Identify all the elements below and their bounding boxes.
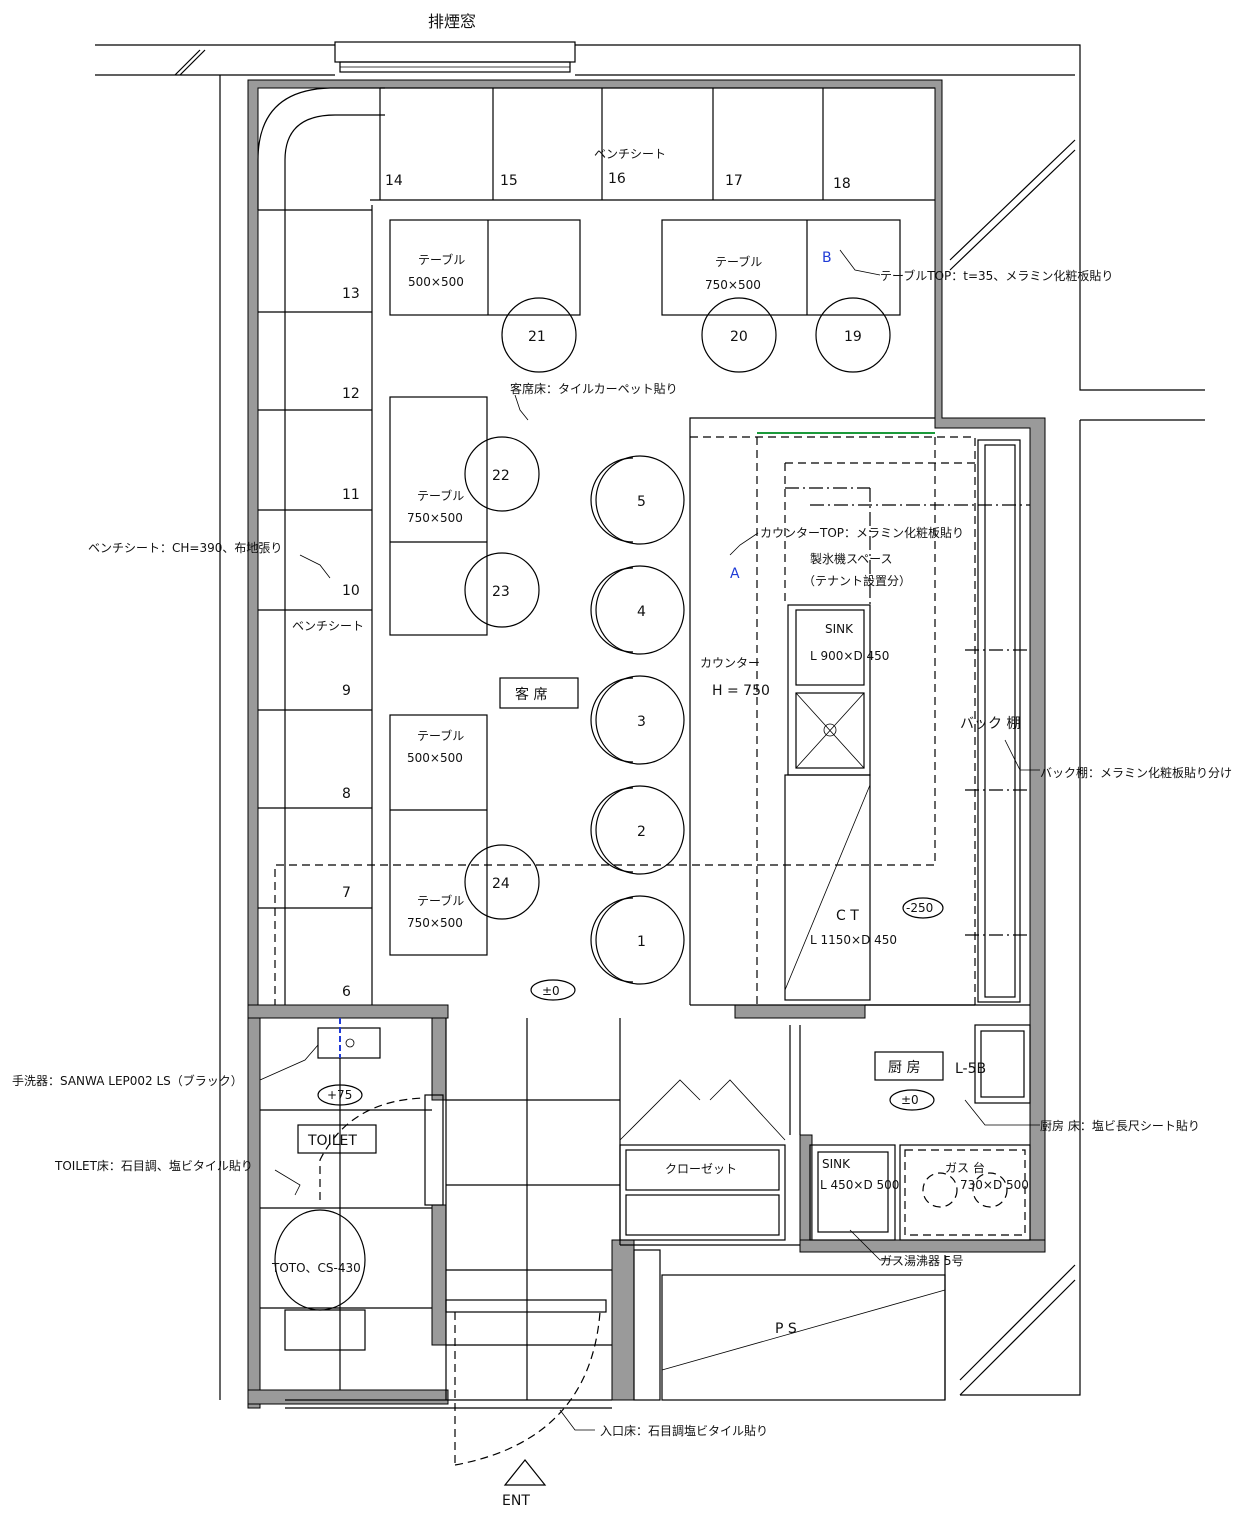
table-b-size: 750×500 [705,278,761,292]
counter-height: H = 750 [712,683,770,699]
level-toilet-75: +75 [327,1088,352,1102]
seat-8: 8 [342,786,351,802]
sink2-size: L 450×D 500 [820,1178,899,1192]
tables [389,219,901,956]
toto-label: TOTO、CS-430 [271,1261,361,1275]
toilet-floor-note: TOILET床：石目調、塩ビタイル貼り [54,1158,253,1173]
dining-box [499,677,579,709]
table-d-label: テーブル [417,728,464,743]
toilet-label: TOILET [307,1133,357,1149]
back-shelf-note: バック棚：メラミン化粧板貼り分け [1040,765,1232,780]
table-d-size: 500×500 [407,751,463,765]
counter-stool-1: 1 [637,934,646,950]
table-e-size: 750×500 [407,916,463,930]
kitchen [789,1004,1031,1241]
table-c-size: 750×500 [407,511,463,525]
dining-label: 客 席 [515,686,547,703]
seat-7: 7 [342,885,351,901]
stool-24: 24 [492,876,510,892]
counter-stool-5: 5 [637,494,646,510]
table-a-size: 500×500 [408,275,464,289]
ice-space: 製氷機スペース [810,551,893,566]
level-kitchen-0: ±0 [901,1093,919,1107]
counter-top-note: カウンターTOP：メラミン化粧板貼り [760,525,964,540]
marker-b: B [822,250,832,266]
stool-21: 21 [528,329,546,345]
building-outline [95,44,1205,1400]
l5b-label: L-5B [955,1061,986,1077]
kitchen-floor-note: 厨房 床：塩ビ長尺シート貼り [1040,1118,1200,1133]
table-top-note: テーブルTOP：t=35、メラミン化粧板貼り [880,268,1113,283]
sink2-label: SINK [822,1157,851,1171]
toilet-box [297,1124,377,1154]
seat-13: 13 [342,286,360,302]
stool-22: 22 [492,468,510,484]
ent-label: ENT [502,1493,530,1509]
floor-note: 客席床：タイルカーペット貼り [510,381,678,396]
bench-seat-top [257,87,935,210]
exhaust-window [334,41,576,73]
counter-stool-2: 2 [637,824,646,840]
counter-stool-4: 4 [637,604,646,620]
marker-a: A [730,566,740,582]
ps-area [633,1249,946,1401]
level-dining-0: ±0 [542,984,560,998]
bench-seat-left-label: ベンチシート [292,619,364,633]
ct-label: C T [836,908,859,924]
stool-19: 19 [844,329,862,345]
back-shelf-label: バック 棚 [960,716,1020,732]
seat-10: 10 [342,583,360,599]
counter-label: カウンター [700,656,760,670]
level-markers [317,897,944,1111]
seat-15: 15 [500,173,518,189]
entrance-note: 入口床：石目調塩ビタイル貼り [600,1423,768,1438]
table-a-label: テーブル [418,252,465,267]
water-heater-label: ガス湯沸器 5号 [880,1254,963,1268]
stool-20: 20 [730,329,748,345]
stool-23: 23 [492,584,510,600]
seat-18: 18 [833,176,851,192]
sink1-label: SINK [825,622,854,636]
ps-label: P S [775,1321,797,1337]
counter-area [274,417,1030,1006]
seat-16: 16 [608,171,626,187]
level-minus-250: -250 [906,901,933,915]
kitchen-box [874,1051,944,1081]
leader-lines [259,249,1040,1431]
table-c-label: テーブル [417,488,464,503]
closet-label: クローゼット [665,1162,737,1176]
bench-seat-left [258,205,373,1005]
seat-9: 9 [342,683,351,699]
seat-11: 11 [342,487,360,503]
seat-17: 17 [725,173,743,189]
seat-6: 6 [342,984,351,1000]
gas-label: ガス 台 [945,1160,985,1175]
ice-space-sub: （テナント設置分） [803,573,911,588]
toilet-room [260,1018,444,1390]
sink1-size: L 900×D 450 [810,649,889,663]
ct-size: L 1150×D 450 [810,933,897,947]
bench-seat-note: ベンチシート：CH=390、布地張り [88,541,282,555]
seat-14: 14 [385,173,403,189]
exhaust-window-label: 排煙窓 [428,12,476,31]
seat-12: 12 [342,386,360,402]
table-b-label: テーブル [715,254,762,269]
hand-wash-note: 手洗器：SANWA LEP002 LS（ブラック） [12,1073,243,1088]
counter-stools [590,455,685,985]
entrance-triangle [503,1459,547,1486]
kitchen-label: 厨 房 [888,1060,920,1076]
table-e-label: テーブル [417,893,464,908]
counter-stool-3: 3 [637,714,646,730]
bench-seat-top-label: ベンチシート [594,147,666,161]
entrance-area [285,1018,800,1466]
gas-size: 730×D 500 [960,1178,1029,1192]
stools [464,297,891,920]
